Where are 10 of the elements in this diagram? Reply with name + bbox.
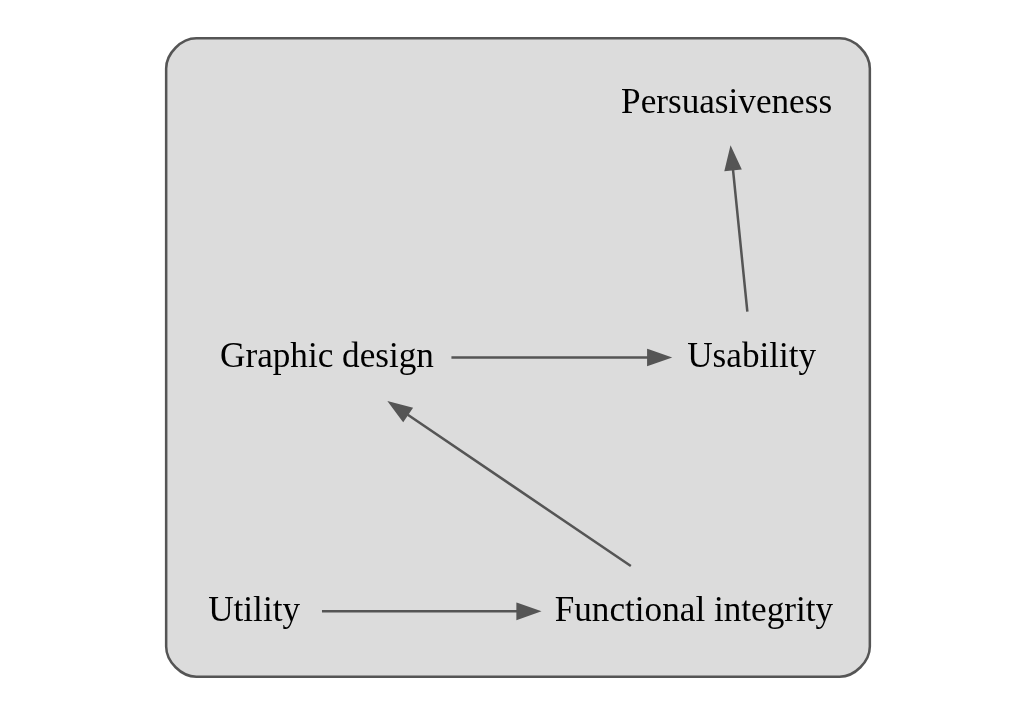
node-text: Graphic design [220, 335, 434, 375]
arrow [451, 348, 673, 367]
arrow [387, 400, 632, 568]
node-text: Utility [208, 589, 301, 629]
node-text: Persuasiveness [621, 81, 833, 121]
node-text: Usability [687, 335, 817, 375]
node-text: Functional integrity [554, 589, 834, 629]
arrow [321, 602, 542, 621]
arrow [724, 145, 749, 312]
cluster [164, 37, 872, 678]
